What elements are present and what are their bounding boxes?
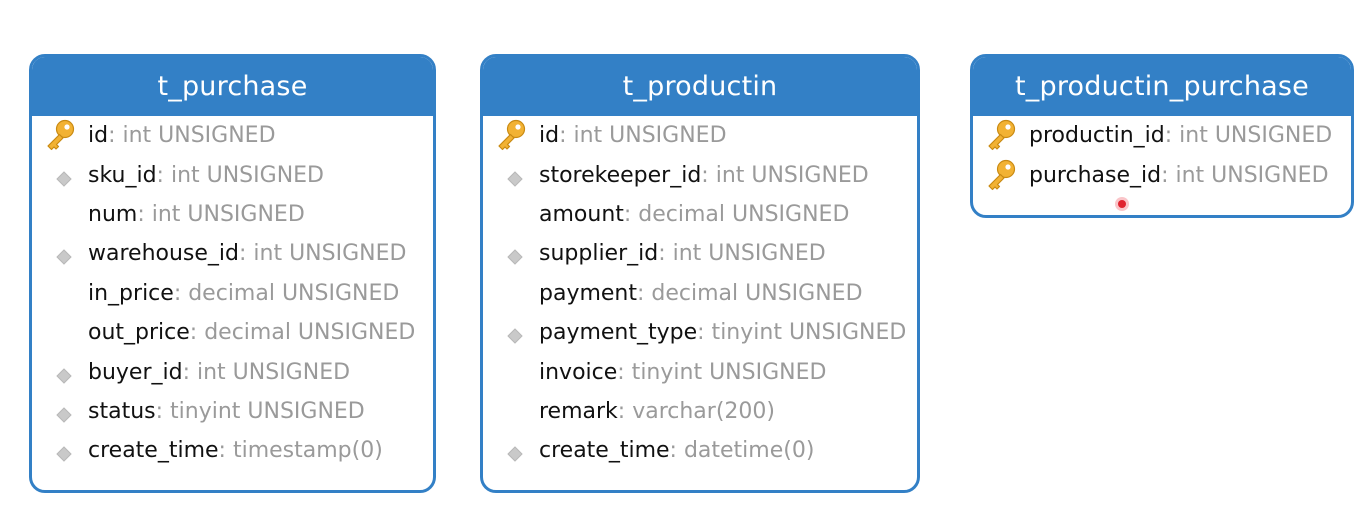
column-type: : decimal UNSIGNED bbox=[189, 320, 416, 346]
column-row[interactable]: supplier_id: int UNSIGNED bbox=[483, 234, 917, 273]
column-name: sku_id bbox=[88, 162, 157, 188]
column-row[interactable]: id: int UNSIGNED bbox=[483, 116, 917, 155]
index-icon bbox=[483, 156, 539, 195]
column-row[interactable]: in_price: decimal UNSIGNED bbox=[32, 274, 433, 313]
column-row[interactable]: amount: decimal UNSIGNED bbox=[483, 195, 917, 234]
column-type: : int UNSIGNED bbox=[1164, 123, 1333, 149]
marker-spacer bbox=[32, 274, 88, 313]
column-type: : timestamp(0) bbox=[218, 438, 383, 464]
column-row[interactable]: num: int UNSIGNED bbox=[32, 195, 433, 234]
column-name: out_price bbox=[88, 320, 190, 346]
column-type: : datetime(0) bbox=[669, 438, 815, 464]
primary-key-icon bbox=[973, 116, 1029, 155]
column-row[interactable]: invoice: tinyint UNSIGNED bbox=[483, 352, 917, 391]
column-row[interactable]: sku_id: int UNSIGNED bbox=[32, 155, 433, 194]
column-row[interactable]: out_price: decimal UNSIGNED bbox=[32, 313, 433, 352]
primary-key-icon bbox=[483, 116, 539, 155]
column-row[interactable]: storekeeper_id: int UNSIGNED bbox=[483, 155, 917, 194]
index-icon bbox=[483, 313, 539, 352]
column-name: status bbox=[88, 398, 156, 424]
column-row[interactable]: warehouse_id: int UNSIGNED bbox=[32, 234, 433, 273]
column-row[interactable]: purchase_id: int UNSIGNED bbox=[973, 155, 1351, 194]
marker-spacer bbox=[483, 274, 539, 313]
table-title[interactable]: t_purchase bbox=[32, 57, 433, 116]
index-icon bbox=[483, 431, 539, 470]
table-t-productin[interactable]: t_productin id: int UNSIGNED storekeeper… bbox=[480, 54, 920, 493]
index-icon bbox=[32, 392, 88, 431]
column-type: : tinyint UNSIGNED bbox=[697, 320, 907, 346]
column-name: in_price bbox=[88, 280, 174, 306]
column-type: : tinyint UNSIGNED bbox=[155, 398, 365, 424]
column-type: : varchar(200) bbox=[617, 398, 775, 424]
column-type: : int UNSIGNED bbox=[182, 359, 351, 385]
column-type: : tinyint UNSIGNED bbox=[617, 359, 827, 385]
table-t-purchase[interactable]: t_purchase id: int UNSIGNED sku_id: int … bbox=[29, 54, 436, 493]
column-type: : int UNSIGNED bbox=[1161, 162, 1329, 188]
column-type: : int UNSIGNED bbox=[156, 162, 324, 188]
column-name: purchase_id bbox=[1029, 162, 1162, 188]
column-row[interactable]: payment: decimal UNSIGNED bbox=[483, 274, 917, 313]
index-icon bbox=[32, 234, 88, 273]
column-type: : decimal UNSIGNED bbox=[623, 201, 850, 227]
column-type: : decimal UNSIGNED bbox=[637, 280, 863, 306]
marker-spacer bbox=[32, 195, 88, 234]
index-icon bbox=[32, 156, 88, 195]
column-list: id: int UNSIGNED sku_id: int UNSIGNED nu… bbox=[32, 116, 433, 471]
column-name: id bbox=[88, 123, 109, 149]
column-list: productin_id: int UNSIGNED purchase_id: … bbox=[973, 116, 1351, 195]
column-name: invoice bbox=[539, 359, 618, 385]
table-t-productin-purchase[interactable]: t_productin_purchase productin_id: int U… bbox=[970, 54, 1354, 218]
column-name: remark bbox=[539, 398, 618, 424]
column-row[interactable]: productin_id: int UNSIGNED bbox=[973, 116, 1351, 155]
index-icon bbox=[32, 353, 88, 392]
column-row[interactable]: status: tinyint UNSIGNED bbox=[32, 392, 433, 431]
column-type: : int UNSIGNED bbox=[559, 123, 727, 149]
column-name: num bbox=[88, 201, 138, 227]
column-row[interactable]: create_time: timestamp(0) bbox=[32, 431, 433, 470]
column-type: : int UNSIGNED bbox=[137, 201, 305, 227]
column-name: payment bbox=[539, 280, 638, 306]
column-type: : decimal UNSIGNED bbox=[173, 280, 400, 306]
column-name: create_time bbox=[88, 438, 219, 464]
column-type: : int UNSIGNED bbox=[701, 162, 869, 188]
primary-key-icon bbox=[973, 156, 1029, 195]
column-name: id bbox=[539, 123, 560, 149]
column-type: : int UNSIGNED bbox=[108, 123, 276, 149]
table-title[interactable]: t_productin bbox=[483, 57, 917, 116]
marker-spacer bbox=[483, 195, 539, 234]
column-name: buyer_id bbox=[88, 359, 183, 385]
column-list: id: int UNSIGNED storekeeper_id: int UNS… bbox=[483, 116, 917, 471]
marker-spacer bbox=[483, 392, 539, 431]
marker-spacer bbox=[32, 313, 88, 352]
column-name: productin_id bbox=[1029, 123, 1165, 149]
column-row[interactable]: buyer_id: int UNSIGNED bbox=[32, 352, 433, 391]
mouse-cursor-indicator bbox=[1118, 200, 1126, 208]
column-row[interactable]: remark: varchar(200) bbox=[483, 392, 917, 431]
column-name: warehouse_id bbox=[88, 241, 239, 267]
primary-key-icon bbox=[32, 116, 88, 155]
column-name: payment_type bbox=[539, 320, 698, 346]
column-row[interactable]: id: int UNSIGNED bbox=[32, 116, 433, 155]
column-type: : int UNSIGNED bbox=[658, 241, 826, 267]
index-icon bbox=[32, 431, 88, 470]
column-name: amount bbox=[539, 201, 624, 227]
column-name: storekeeper_id bbox=[539, 162, 702, 188]
table-title[interactable]: t_productin_purchase bbox=[973, 57, 1351, 116]
marker-spacer bbox=[483, 353, 539, 392]
column-row[interactable]: create_time: datetime(0) bbox=[483, 431, 917, 470]
column-type: : int UNSIGNED bbox=[239, 241, 407, 267]
column-name: supplier_id bbox=[539, 241, 659, 267]
column-row[interactable]: payment_type: tinyint UNSIGNED bbox=[483, 313, 917, 352]
index-icon bbox=[483, 234, 539, 273]
column-name: create_time bbox=[539, 438, 670, 464]
